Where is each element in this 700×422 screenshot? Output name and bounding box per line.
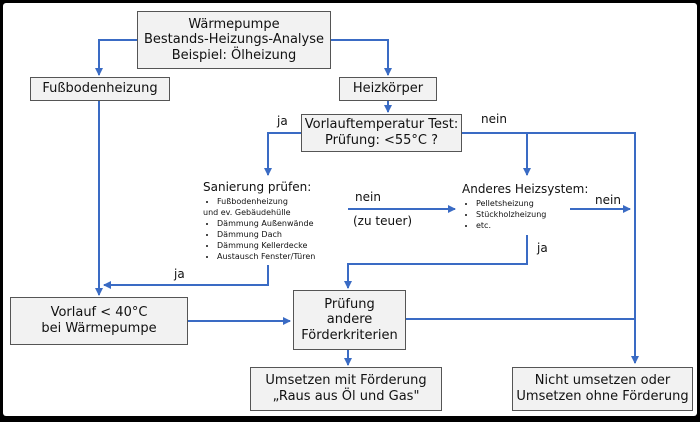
floor-heating-box: Fußbodenheizung — [30, 77, 170, 101]
renovation-block: Sanierung prüfen: Fußbodenheizung und ev… — [203, 180, 315, 262]
other-heating-heading: Anderes Heizsystem: — [462, 182, 589, 196]
flow-temp-line-2: bei Wärmepumpe — [41, 321, 157, 336]
renovation-item: Dämmung Kellerdecke — [217, 240, 315, 251]
flow-temp-line-1: Vorlauf < 40°C — [50, 305, 148, 321]
no-funding-line-2: Umsetzen ohne Förderung — [516, 389, 689, 404]
renovation-item: Dämmung Dach — [217, 229, 315, 240]
other-heating-list: Pelletsheizung Stückholzheizung etc. — [462, 198, 588, 231]
other-heating-item: Stückholzheizung — [476, 209, 588, 220]
renovation-item: Austausch Fenster/Türen — [217, 251, 315, 262]
title-line-2: Bestands-Heizungs-Analyse — [143, 32, 324, 48]
label-no-renovation: nein — [355, 190, 381, 204]
other-heating-item: etc. — [476, 220, 588, 231]
arrow-title-to-floor-heating — [95, 39, 137, 76]
other-heating-block: Anderes Heizsystem: Pelletsheizung Stück… — [462, 182, 588, 231]
check-line-1: Prüfung — [324, 296, 375, 312]
flow-test-line-2: Prüfung: <55°C ? — [324, 133, 439, 148]
no-funding-box: Nicht umsetzen oder Umsetzen ohne Förder… — [512, 367, 693, 411]
renovation-item: Fußbodenheizung — [217, 196, 315, 207]
floor-heating-label: Fußbodenheizung — [42, 81, 158, 97]
arrow-renovation-yes-to-flow — [103, 265, 269, 289]
check-line-2: andere — [326, 312, 373, 328]
check-criteria-box: Prüfung andere Förderkriterien — [293, 290, 406, 350]
label-yes-renovation: ja — [174, 267, 185, 281]
arrow-other-yes-to-check — [344, 235, 528, 289]
renovation-item: Dämmung Außenwände — [217, 218, 315, 229]
flow-test-line-1: Vorlauftemperatur Test: — [304, 117, 459, 133]
radiator-box: Heizkörper — [339, 77, 437, 101]
flowchart-canvas: Wärmepumpe Bestands-Heizungs-Analyse Bei… — [3, 3, 697, 416]
title-box: Wärmepumpe Bestands-Heizungs-Analyse Bei… — [137, 11, 331, 69]
other-heating-item: Pelletsheizung — [476, 198, 588, 209]
label-too-expensive: (zu teuer) — [353, 214, 413, 228]
renovation-list: Fußbodenheizung und ev. Gebäudehülle Däm… — [203, 196, 315, 262]
with-funding-line-2: „Raus aus Öl und Gas" — [272, 389, 420, 404]
label-yes-flow-test: ja — [277, 114, 288, 128]
no-funding-line-1: Nicht umsetzen oder — [534, 373, 671, 389]
label-yes-other-heating: ja — [537, 241, 548, 255]
renovation-item: und ev. Gebäudehülle — [203, 208, 291, 218]
radiator-label: Heizkörper — [352, 81, 424, 97]
arrow-test-no-right — [462, 132, 639, 364]
flow-test-box: Vorlauftemperatur Test: Prüfung: <55°C ? — [301, 114, 462, 152]
arrow-layer — [95, 39, 639, 366]
check-line-3: Förderkriterien — [301, 327, 398, 343]
title-line-1: Wärmepumpe — [188, 16, 280, 32]
label-no-flow-test: nein — [481, 112, 507, 126]
flow-temp-box: Vorlauf < 40°C bei Wärmepumpe — [10, 297, 188, 345]
with-funding-line-1: Umsetzen mit Förderung — [265, 373, 427, 389]
arrow-title-to-radiator — [331, 39, 392, 76]
title-line-3: Beispiel: Ölheizung — [171, 47, 297, 63]
label-no-other-heating: nein — [595, 193, 621, 207]
renovation-heading: Sanierung prüfen: — [203, 180, 312, 194]
with-funding-box: Umsetzen mit Förderung „Raus aus Öl und … — [250, 367, 442, 411]
arrow-test-yes-to-renovation — [264, 132, 301, 176]
